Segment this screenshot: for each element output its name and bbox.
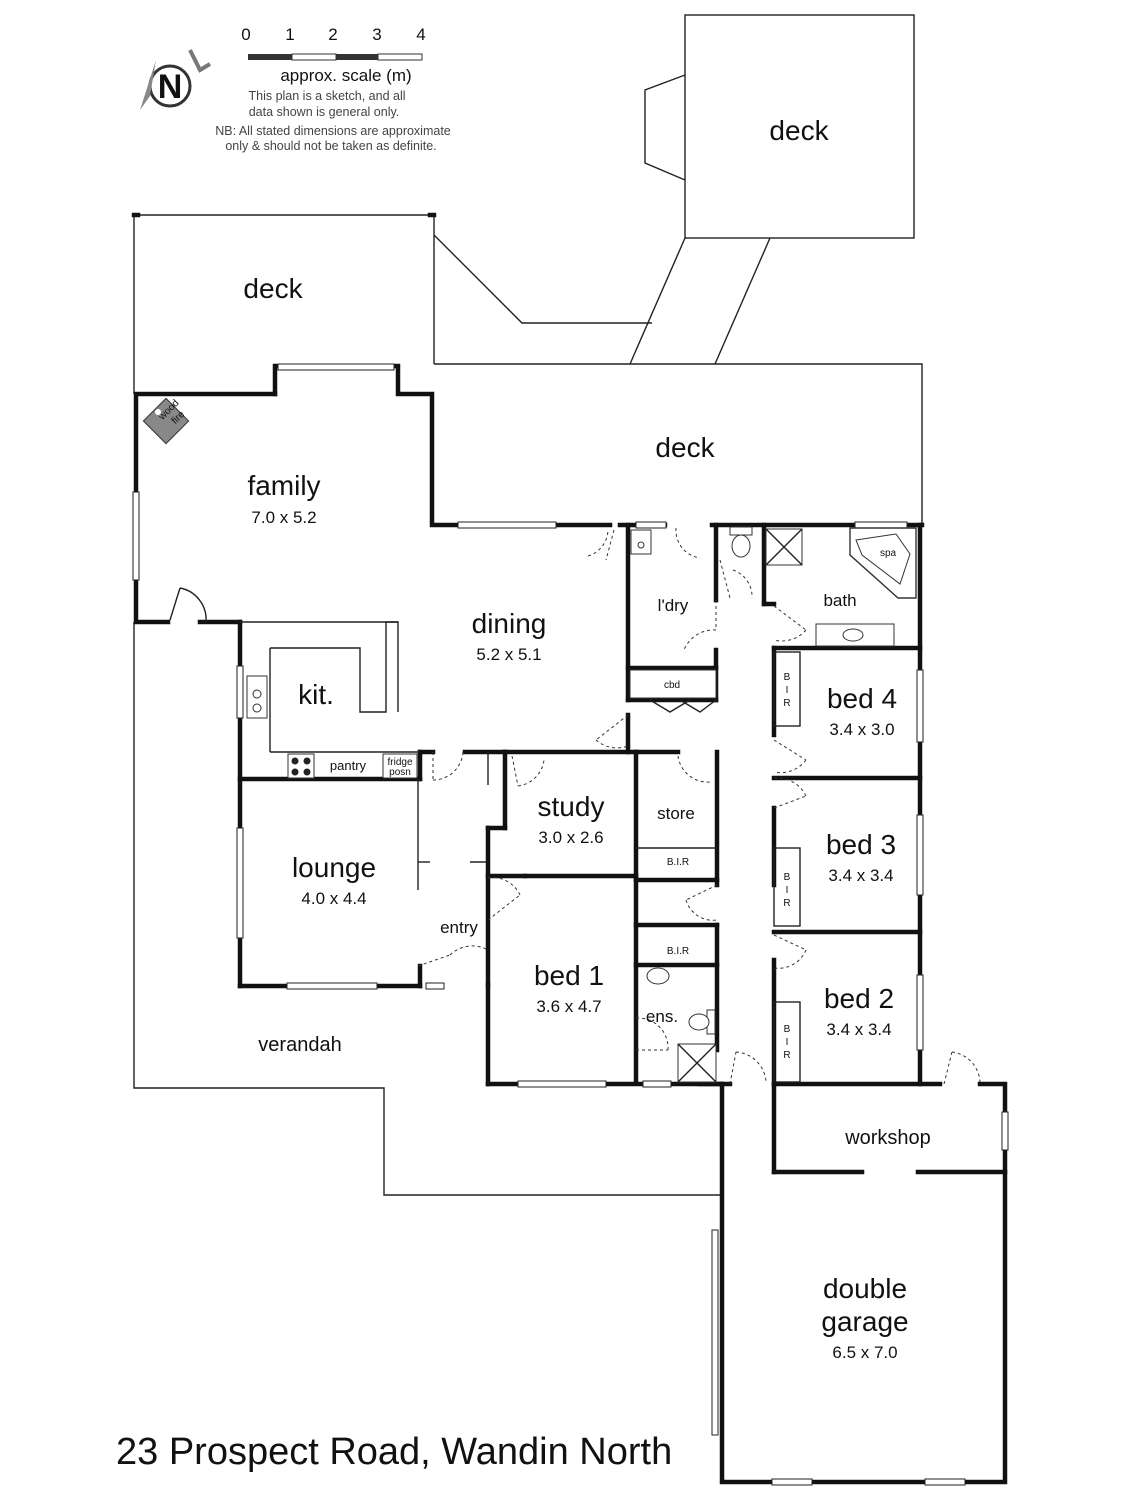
label-ens: ens. [646, 1007, 678, 1026]
ens-toilet-icon [688, 1009, 716, 1035]
label-verandah: verandah [258, 1034, 341, 1056]
label-spa: spa [880, 548, 897, 559]
sink-icon [246, 675, 268, 719]
bir-r-bed4: R [783, 698, 790, 709]
label-bed2: bed 2 [824, 983, 894, 1014]
cooktop-icon [287, 753, 315, 779]
bir-r-bed2: R [783, 1050, 790, 1061]
bir-b-bed2: B [784, 1024, 791, 1035]
label-bath: bath [823, 591, 856, 610]
dims-dining: 5.2 x 5.1 [476, 645, 541, 664]
bir-b-bed4: B [784, 672, 791, 683]
label-deck-top: deck [769, 115, 829, 146]
label-fridge-1: fridge [387, 757, 412, 768]
north-label: N [158, 68, 183, 106]
address-title: 23 Prospect Road, Wandin North [116, 1431, 672, 1473]
label-laundry: l'dry [658, 596, 689, 615]
label-cbd: cbd [664, 680, 680, 691]
scale-tick-2: 2 [328, 25, 337, 44]
scale-tick-3: 3 [372, 25, 381, 44]
scale-tick-0: 0 [241, 25, 250, 44]
label-bir-bed1: B.I.R [667, 946, 689, 957]
label-family: family [247, 470, 320, 501]
dims-bed3: 3.4 x 3.4 [828, 866, 893, 885]
deck-outlines [131, 14, 923, 1196]
north-compass: N [140, 49, 212, 110]
label-lounge: lounge [292, 852, 376, 883]
dims-family: 7.0 x 5.2 [251, 508, 316, 527]
label-deck-mid: deck [655, 432, 715, 463]
dims-bed2: 3.4 x 3.4 [826, 1020, 891, 1039]
scale-bar: 0 1 2 3 4 approx. scale (m) [241, 25, 425, 85]
dims-study: 3.0 x 2.6 [538, 828, 603, 847]
label-deck-left: deck [243, 273, 303, 304]
label-fridge-2: posn [389, 767, 411, 778]
toilet-icon [729, 526, 753, 558]
label-dining: dining [472, 608, 547, 639]
label-workshop: workshop [844, 1127, 931, 1149]
bir-b-bed3: B [784, 872, 791, 883]
dims-bed1: 3.6 x 4.7 [536, 997, 601, 1016]
scale-tick-4: 4 [416, 25, 425, 44]
label-garage-2: garage [821, 1306, 908, 1337]
label-garage-1: double [823, 1273, 907, 1304]
doors [169, 527, 981, 1087]
label-entry: entry [440, 918, 478, 937]
label-bed3: bed 3 [826, 829, 896, 860]
dims-garage: 6.5 x 7.0 [832, 1343, 897, 1362]
shower-icon [765, 528, 803, 566]
dims-bed4: 3.4 x 3.0 [829, 720, 894, 739]
label-bed1: bed 1 [534, 960, 604, 991]
label-bir-store: B.I.R [667, 857, 689, 868]
bir-i-bed2: I [786, 1037, 789, 1048]
dims-lounge: 4.0 x 4.4 [301, 889, 366, 908]
wood-fire-icon: wood fire [142, 397, 190, 445]
scale-tick-1: 1 [285, 25, 294, 44]
bir-r-bed3: R [783, 898, 790, 909]
label-store: store [657, 804, 695, 823]
disclaimer-line-1: This plan is a sketch, and all [248, 89, 405, 103]
ens-shower-icon [677, 1043, 717, 1083]
spa-icon [849, 527, 917, 599]
disclaimer-line-4: only & should not be taken as definite. [225, 139, 436, 153]
label-study: study [538, 791, 605, 822]
windows [132, 363, 1009, 1486]
label-bed4: bed 4 [827, 683, 897, 714]
label-pantry: pantry [330, 758, 367, 773]
disclaimer-line-2: data shown is general only. [249, 105, 400, 119]
scale-label: approx. scale (m) [280, 66, 411, 85]
room-labels: deck deck deck family 7.0 x 5.2 dining 5… [243, 115, 930, 1362]
house-walls [133, 363, 1008, 1485]
disclaimer: This plan is a sketch, and all data show… [215, 89, 451, 153]
bir-i-bed4: I [786, 685, 789, 696]
label-kitchen: kit. [298, 679, 334, 710]
bir-i-bed3: I [786, 885, 789, 896]
disclaimer-line-3: NB: All stated dimensions are approximat… [215, 124, 451, 138]
